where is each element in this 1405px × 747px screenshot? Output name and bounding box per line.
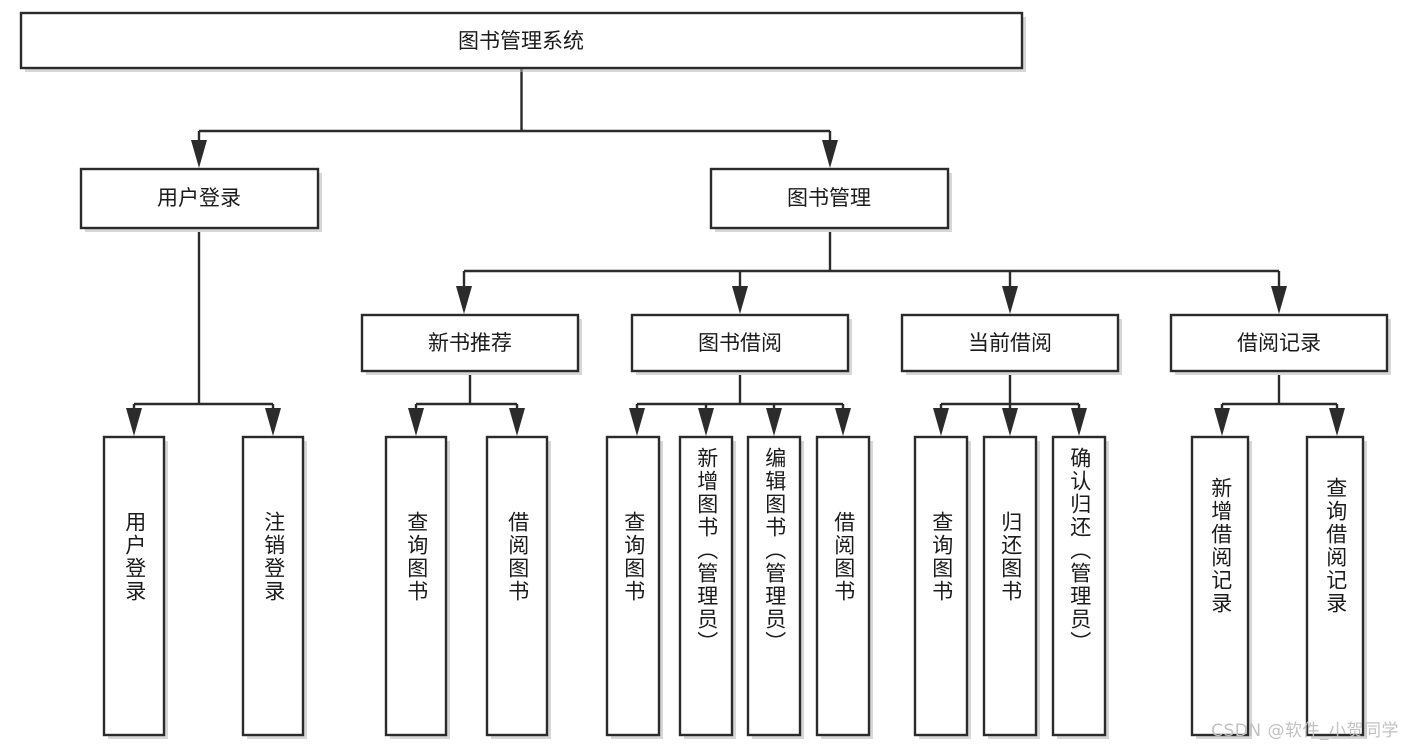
- leaf-node-book-borrow-1[interactable]: [605, 435, 663, 739]
- node-user-login-label: 用户登录: [157, 186, 241, 210]
- connector-group-userlogin: [126, 232, 281, 436]
- csdn-watermark: CSDN @软件_小贺同学: [1211, 721, 1399, 741]
- arrow-bookmgmt-c2: [732, 286, 748, 314]
- arrow-userlogin-leaf2: [265, 408, 281, 436]
- node-root[interactable]: 图书管理系统: [19, 11, 1026, 72]
- leaf-node-current-borrow-2[interactable]: [982, 435, 1040, 739]
- arrow-root-to-userlogin: [191, 140, 207, 168]
- leaf-book-borrow-2-box[interactable]: [678, 435, 734, 737]
- node-current-borrow-label: 当前借阅: [968, 331, 1052, 355]
- arrow-bookmgmt-c3: [1002, 286, 1018, 314]
- leaf-book-borrow-3-box[interactable]: [746, 435, 802, 737]
- node-new-book-recommend-box[interactable]: [360, 313, 580, 373]
- node-book-management-box[interactable]: [709, 167, 950, 230]
- leaf-user-login-2-box[interactable]: [241, 435, 305, 737]
- arrow-newbook-leaf1: [408, 408, 424, 436]
- leaf-node-borrow-record-2[interactable]: [1305, 435, 1367, 739]
- arrow-userlogin-leaf1: [126, 408, 142, 436]
- node-root-label: 图书管理系统: [458, 29, 584, 53]
- leaf-node-book-borrow-4[interactable]: [815, 435, 873, 739]
- leaf-node-new-book-1[interactable]: [384, 435, 450, 739]
- leaf-node-user-login-2[interactable]: [241, 435, 307, 739]
- node-borrow-record-box[interactable]: [1169, 313, 1389, 373]
- leaf-node-current-borrow-3[interactable]: [1051, 435, 1109, 739]
- node-book-management-label: 图书管理: [787, 186, 871, 210]
- leaf-node-new-book-2[interactable]: [485, 435, 551, 739]
- node-user-login[interactable]: 用户登录: [79, 167, 322, 232]
- leaf-book-borrow-4-box[interactable]: [815, 435, 871, 737]
- connector-group-currentborrow: [933, 375, 1087, 436]
- arrow-root-to-bookmgmt: [822, 140, 838, 168]
- leaf-new-book-2-box[interactable]: [485, 435, 549, 737]
- arrow-currentborrow-leaf2: [1002, 408, 1018, 436]
- connector-group-root: [191, 68, 838, 168]
- leaf-node-user-login-1[interactable]: [102, 435, 168, 739]
- node-user-login-box[interactable]: [79, 167, 320, 230]
- leaf-new-book-1-box[interactable]: [384, 435, 448, 737]
- leaf-user-login-1-box[interactable]: [102, 435, 166, 737]
- leaf-current-borrow-1-box[interactable]: [913, 435, 969, 737]
- arrow-bookborrow-leaf3: [766, 408, 782, 436]
- arrow-bookborrow-leaf2: [698, 408, 714, 436]
- connector-group-borrowrecord: [1214, 375, 1345, 436]
- leaf-borrow-record-1-box[interactable]: [1190, 435, 1250, 737]
- connector-group-newbook: [408, 375, 525, 436]
- arrow-borrowrecord-leaf1: [1214, 408, 1230, 436]
- node-new-book-recommend[interactable]: 新书推荐: [360, 313, 582, 375]
- node-book-borrow-box[interactable]: [630, 313, 850, 373]
- arrow-bookborrow-leaf4: [835, 408, 851, 436]
- node-borrow-record-label: 借阅记录: [1237, 331, 1321, 355]
- connector-group-bookborrow: [629, 375, 851, 436]
- leaf-current-borrow-3-box[interactable]: [1051, 435, 1107, 737]
- node-borrow-record[interactable]: 借阅记录: [1169, 313, 1391, 375]
- node-book-borrow-label: 图书借阅: [698, 331, 782, 355]
- node-new-book-recommend-label: 新书推荐: [428, 331, 512, 355]
- arrow-bookmgmt-c1: [456, 286, 472, 314]
- leaf-current-borrow-2-box[interactable]: [982, 435, 1038, 737]
- arrow-newbook-leaf2: [509, 408, 525, 436]
- arrow-borrowrecord-leaf2: [1329, 408, 1345, 436]
- arrow-currentborrow-leaf3: [1071, 408, 1087, 436]
- leaf-borrow-record-2-box[interactable]: [1305, 435, 1365, 737]
- leaf-node-current-borrow-1[interactable]: [913, 435, 971, 739]
- leaf-node-borrow-record-1[interactable]: [1190, 435, 1252, 739]
- leaf-node-book-borrow-2[interactable]: [678, 435, 736, 739]
- node-book-management[interactable]: 图书管理: [709, 167, 952, 232]
- leaf-book-borrow-1-box[interactable]: [605, 435, 661, 737]
- arrow-currentborrow-leaf1: [933, 408, 949, 436]
- leaf-node-book-borrow-3[interactable]: [746, 435, 804, 739]
- node-root-box[interactable]: [19, 11, 1024, 70]
- connector-group-bookmgmt: [456, 232, 1287, 314]
- arrow-bookmgmt-c4: [1271, 286, 1287, 314]
- node-book-borrow[interactable]: 图书借阅: [630, 313, 852, 375]
- node-current-borrow[interactable]: 当前借阅: [900, 313, 1122, 375]
- arrow-bookborrow-leaf1: [629, 408, 645, 436]
- node-current-borrow-box[interactable]: [900, 313, 1120, 373]
